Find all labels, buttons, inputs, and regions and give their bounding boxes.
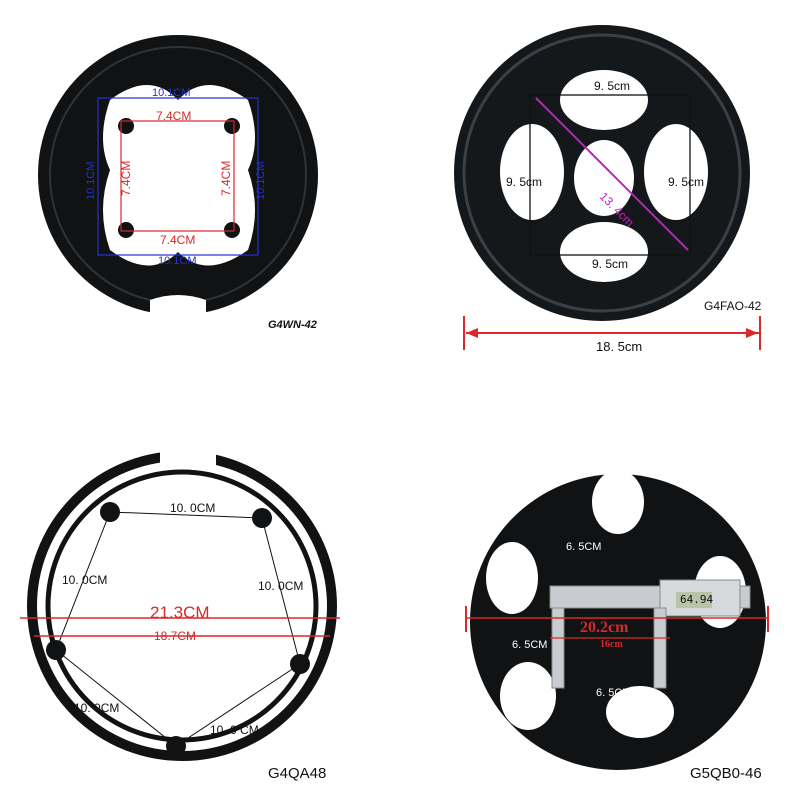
dim-top: 6. 5CM <box>566 541 602 553</box>
dim-top: 10. 0CM <box>170 501 216 515</box>
caliper-readout: 64.94 <box>680 593 714 606</box>
chainguard-g5qb0-46-photo <box>465 470 769 770</box>
dim-inner: 18.7CM <box>154 629 197 643</box>
dim-left-inner: 7.4CM <box>119 160 133 196</box>
dim-bottom-right: 10. 0 CM <box>210 723 259 737</box>
chainguard-g4qa48-photo <box>20 450 340 761</box>
panel-g5qb0-46: 64.94 6. 5CM 6. 5CM 6. 5CM 20.2cm 16cm G… <box>400 400 801 801</box>
chainguard-g4fao-42-photo <box>454 25 761 350</box>
dim-top: 9. 5cm <box>594 79 631 93</box>
dim-top-outer: 10.1CM <box>152 87 191 99</box>
dim-right-outer: 10.1CM <box>255 161 267 200</box>
dim-left: 6. 5CM <box>512 639 548 651</box>
dim-bottom: 6. 5CM <box>596 687 632 699</box>
dim-width: 18. 5cm <box>596 339 643 354</box>
model-label: G4QA48 <box>268 765 327 782</box>
model-label: G4FAO-42 <box>704 299 762 313</box>
dim-left-outer: 10.1CM <box>85 161 97 200</box>
chainguard-g4wn-42-photo <box>38 35 318 318</box>
dim-bottom-outer: 10.1CM <box>158 255 197 267</box>
dim-bottom-left: 10. 0CM <box>74 701 120 715</box>
dim-right-inner: 7.4CM <box>219 160 233 196</box>
dim-right: 9. 5cm <box>668 175 705 189</box>
panel-g4fao-42: 9. 5cm 9. 5cm 9. 5cm 9. 5cm 13. 4cm 18. … <box>400 0 801 400</box>
dim-top-inner: 7.4CM <box>156 109 192 123</box>
dim-bottom-inner: 7.4CM <box>160 233 196 247</box>
dim-outer: 21.3CM <box>150 603 210 622</box>
dim-bottom: 9. 5cm <box>592 257 629 271</box>
model-label: G5QB0-46 <box>690 765 762 782</box>
dim-right: 10. 0CM <box>258 579 304 593</box>
dim-left: 9. 5cm <box>506 175 543 189</box>
model-label: G4WN-42 <box>268 319 317 331</box>
panel-g4wn-42: 10.1CM 7.4CM 7.4CM 10.1CM 10.1CM 7.4CM 7… <box>0 0 400 400</box>
dim-inner: 16cm <box>600 639 623 650</box>
dim-left: 10. 0CM <box>62 573 108 587</box>
dim-outer: 20.2cm <box>580 619 629 636</box>
panel-g4qa48: 10. 0CM 10. 0CM 10. 0CM 10. 0CM 10. 0 CM… <box>0 400 400 801</box>
